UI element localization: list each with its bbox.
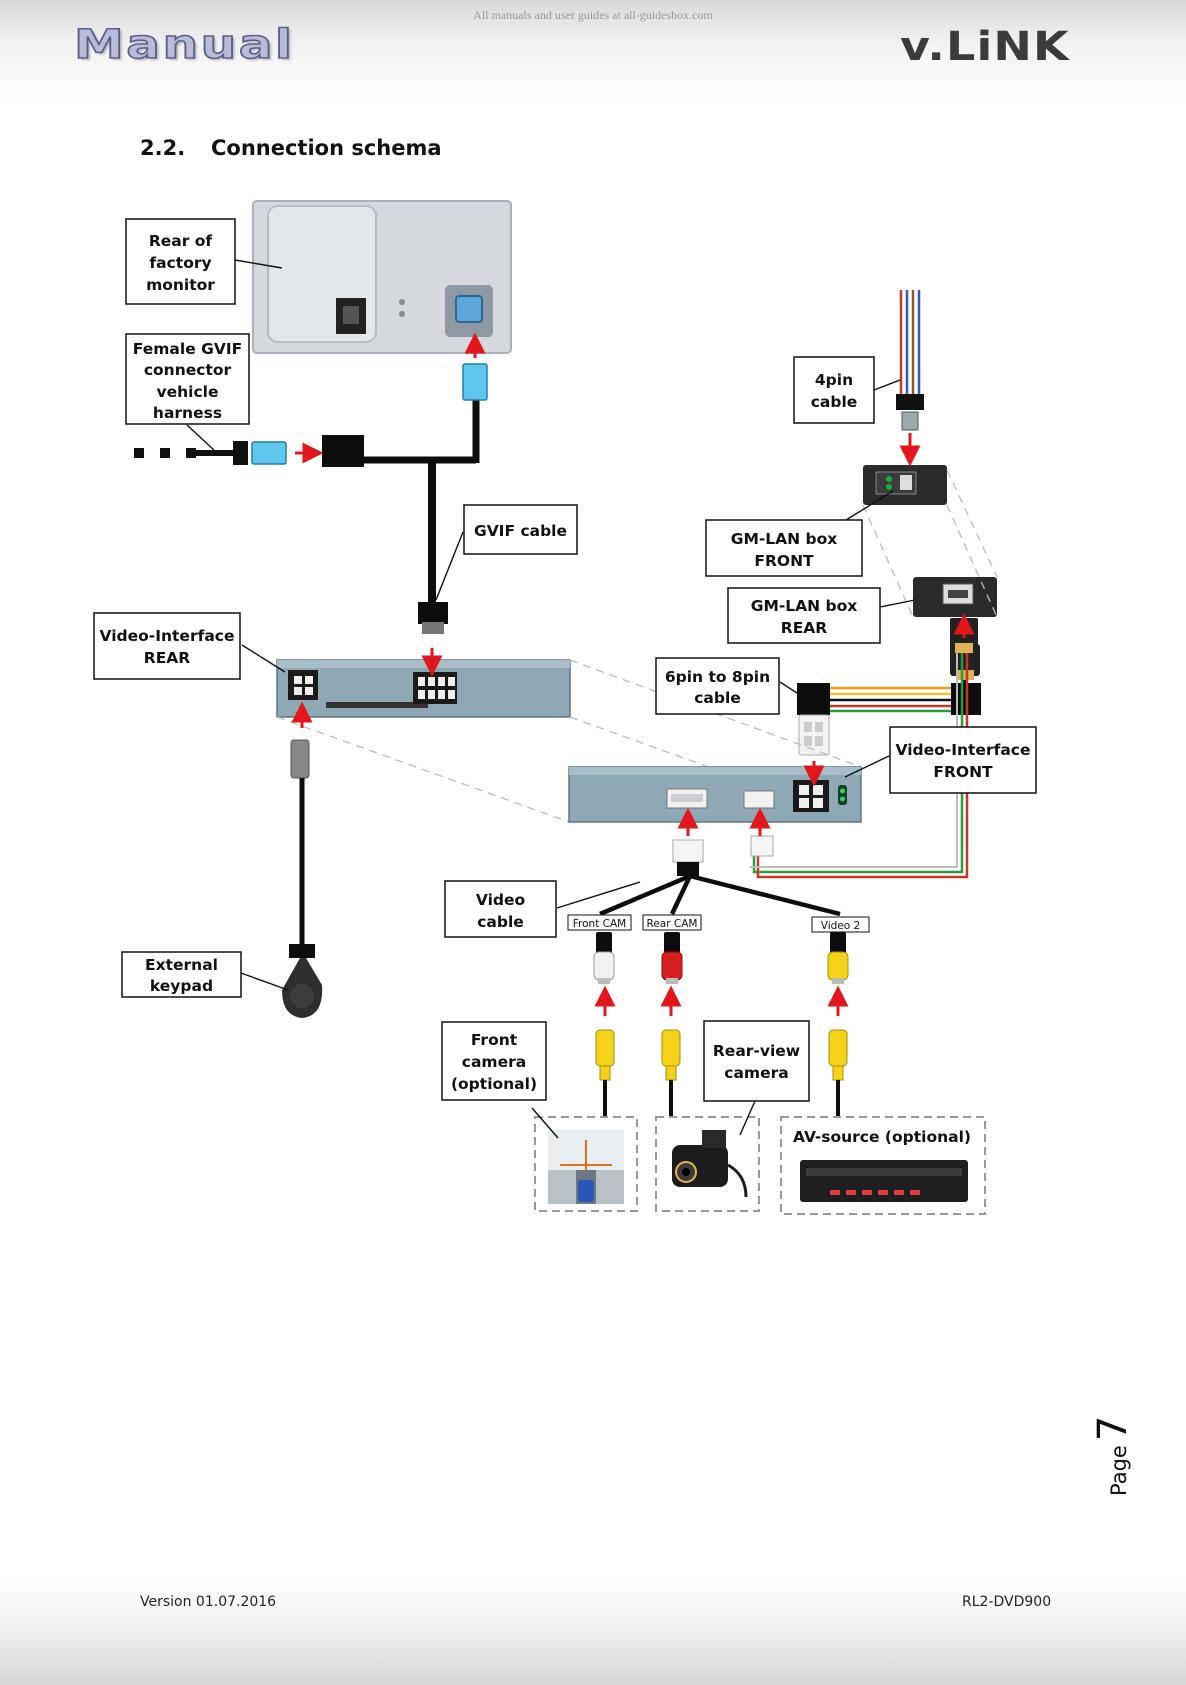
- rear-view-camera-image: [655, 1116, 760, 1212]
- vlink-logo: v.LiNK: [900, 24, 1070, 70]
- label-four-pin-line2: cable: [811, 393, 858, 411]
- label-six-to-eight: 6pin to 8pin cable: [655, 657, 780, 715]
- label-video-interface-rear-line1: Video-Interface: [100, 627, 235, 645]
- label-gmlan-rear: GM-LAN box REAR: [727, 587, 881, 644]
- av-source-image: [780, 1116, 986, 1215]
- footer-model: RL2-DVD900: [962, 1594, 1052, 1610]
- leader-lines: [186, 259, 916, 1139]
- tag-rear-cam-text: Rear CAM: [647, 918, 698, 930]
- label-rear-view-camera-line2: camera: [724, 1064, 788, 1082]
- gmlan-dashed-guides: [862, 469, 998, 618]
- label-front-camera-line2: camera: [462, 1053, 526, 1071]
- label-female-gvif-line4: harness: [153, 404, 222, 422]
- label-external-keypad-line2: keypad: [150, 977, 213, 995]
- tag-video2: Video 2: [811, 916, 870, 933]
- connection-arrows: [291, 332, 975, 1016]
- rca-plugs-image: [595, 1029, 848, 1118]
- label-av-source: AV-source (optional): [793, 1128, 971, 1146]
- label-gvif-cable-line1: GVIF cable: [474, 522, 567, 540]
- label-video-interface-front-line1: Video-Interface: [896, 741, 1031, 759]
- external-keypad-image: [282, 739, 323, 1018]
- label-rear-view-camera-line1: Rear-view: [713, 1042, 800, 1060]
- label-external-keypad-line1: External: [145, 956, 218, 974]
- label-gmlan-rear-line2: REAR: [781, 619, 828, 637]
- label-front-camera-line3: (optional): [451, 1075, 537, 1093]
- manual-logo: Manual: [73, 21, 295, 69]
- footer-version: Version 01.07.2016: [140, 1594, 277, 1610]
- gmlan-rear-box-image: [913, 577, 997, 617]
- label-rear-monitor-line1: Rear of: [149, 232, 213, 250]
- label-gmlan-front-line1: GM-LAN box: [731, 530, 838, 548]
- footer-band: [0, 1575, 1186, 1685]
- tag-front-cam: Front CAM: [567, 914, 632, 931]
- label-video-interface-rear: Video-Interface REAR: [93, 612, 241, 680]
- label-female-gvif-line3: vehicle: [157, 383, 219, 401]
- factory-monitor-image: [252, 200, 512, 354]
- label-gmlan-front-line2: FRONT: [754, 552, 814, 570]
- page-word: Page: [1107, 1445, 1131, 1496]
- label-gmlan-front: GM-LAN box FRONT: [705, 519, 863, 577]
- label-six-to-eight-line1: 6pin to 8pin: [665, 668, 770, 686]
- watermark-text[interactable]: All manuals and user guides at all-guide…: [473, 8, 713, 22]
- label-video-interface-front-line2: FRONT: [933, 763, 993, 781]
- label-gmlan-rear-line1: GM-LAN box: [751, 597, 858, 615]
- page-number: 7: [1090, 1415, 1136, 1442]
- label-front-camera-line1: Front: [471, 1031, 518, 1049]
- section-title: Connection schema: [211, 136, 442, 160]
- label-external-keypad: External keypad: [121, 951, 242, 998]
- video-cable-image: [556, 839, 849, 984]
- section-number: 2.2.: [140, 136, 186, 160]
- label-rear-monitor-line3: monitor: [146, 276, 215, 294]
- video-interface-rear-image: [276, 659, 571, 718]
- gvif-harness-image: [134, 441, 287, 465]
- label-female-gvif-line1: Female GVIF: [133, 340, 242, 358]
- label-video-interface-rear-line2: REAR: [144, 649, 191, 667]
- label-video-cable-line1: Video: [476, 891, 525, 909]
- label-video-interface-front: Video-Interface FRONT: [889, 726, 1037, 794]
- label-four-pin: 4pin cable: [793, 356, 875, 424]
- front-camera-image: [534, 1116, 638, 1212]
- video-interface-front-image: [568, 766, 862, 823]
- label-video-cable: Video cable: [444, 880, 557, 938]
- label-video-cable-line2: cable: [477, 913, 524, 931]
- label-rear-monitor: Rear of factory monitor: [125, 218, 236, 305]
- label-gvif-cable: GVIF cable: [463, 504, 578, 555]
- label-four-pin-line1: 4pin: [815, 371, 853, 389]
- tag-video2-text: Video 2: [821, 920, 860, 932]
- six-to-eight-cable-image: [797, 644, 981, 756]
- gmlan-front-box-image: [863, 465, 947, 505]
- four-pin-cable-image: [896, 290, 924, 431]
- label-front-camera: Front camera (optional): [441, 1021, 547, 1101]
- label-female-gvif: Female GVIF connector vehicle harness: [125, 333, 250, 425]
- page-number-label: Page 7: [1090, 1416, 1136, 1496]
- tag-rear-cam: Rear CAM: [642, 914, 702, 931]
- label-female-gvif-line2: connector: [144, 361, 232, 379]
- section-heading: 2.2. Connection schema: [140, 136, 442, 160]
- tag-front-cam-text: Front CAM: [573, 918, 626, 930]
- header-band: [0, 0, 1186, 100]
- label-rear-monitor-line2: factory: [149, 254, 211, 272]
- label-six-to-eight-line2: cable: [694, 689, 741, 707]
- label-rear-view-camera: Rear-view camera: [703, 1020, 810, 1102]
- gvif-cable-image: [322, 363, 488, 634]
